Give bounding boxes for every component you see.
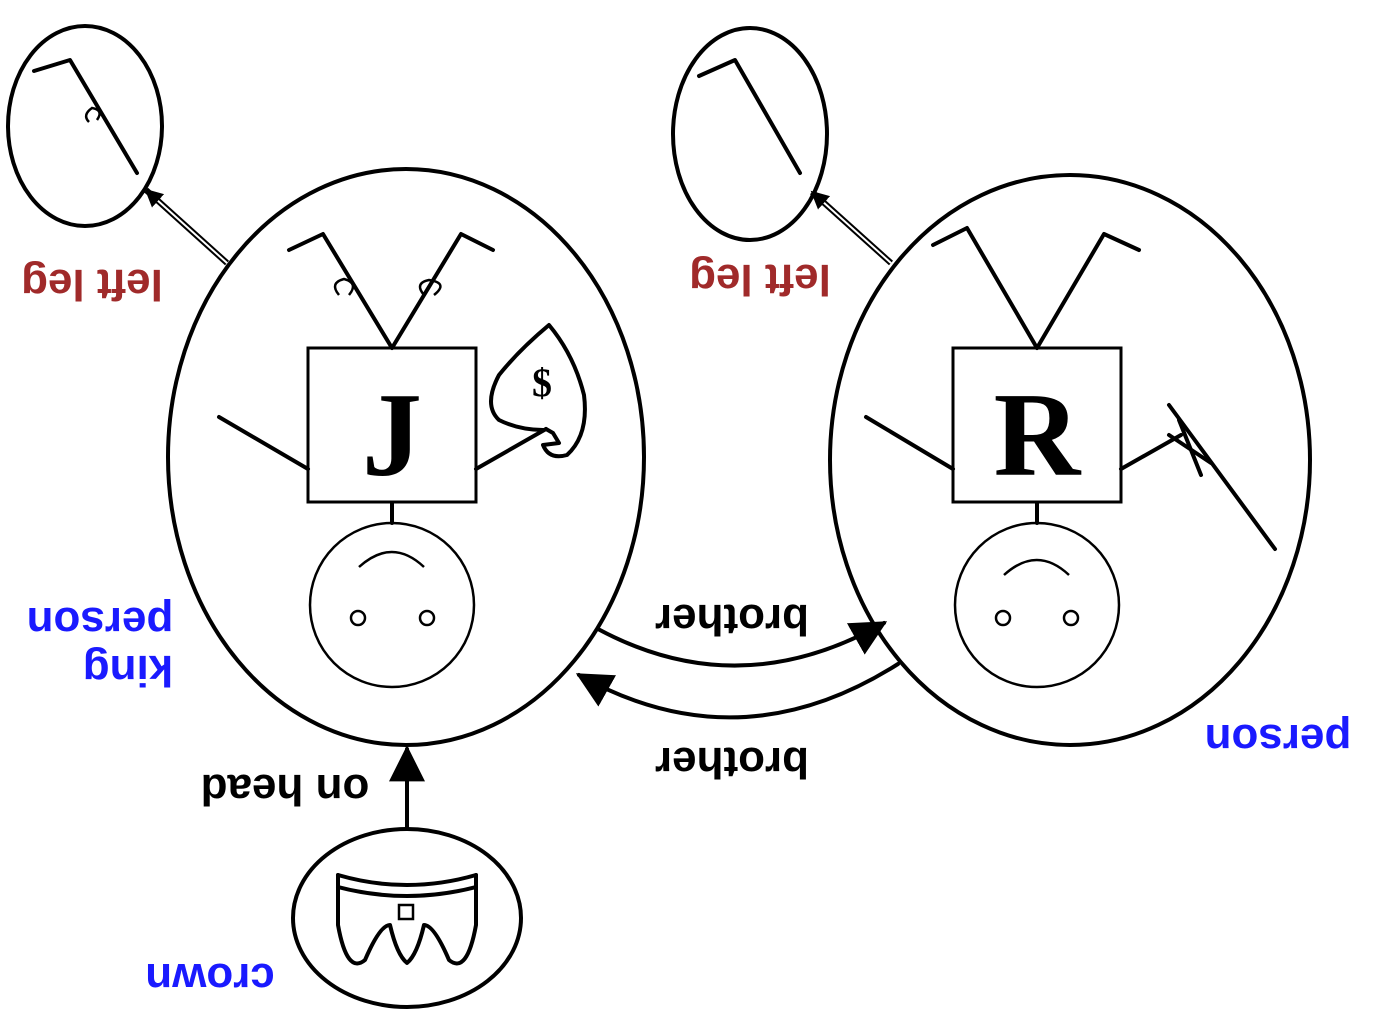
john-leg-left [390,232,495,350]
richard-leg-right [931,226,1039,350]
richard-leg-left [1035,232,1141,350]
john-body-box [306,346,478,504]
john-type-label-1: person [27,598,174,647]
john-left-leg-figure [32,58,139,175]
john-mouth [358,550,425,568]
brother-label-top: brother [655,595,809,644]
john-ellipse [166,167,646,747]
john-type-label-2: king [83,646,173,695]
money-bag-icon: $ [489,323,587,459]
sword-icon [1167,403,1277,551]
richard-node: R [828,173,1312,747]
rotated-diagram: J $ [6,24,1312,1009]
brother-arrow-lower [596,621,888,668]
richard-type-label: person [1205,715,1352,764]
richard-left-leg-ellipse [671,26,829,242]
richard-mouth [1003,558,1070,576]
john-left-leg-arrow [144,188,228,264]
richard-left-leg-arrow [810,190,892,264]
richard-left-leg-figure [697,58,802,175]
john-left-leg-label: left leg [21,260,163,309]
crown-node [291,827,523,1009]
richard-arm-right [864,415,955,471]
brother-label-bottom: brother [655,738,809,787]
richard-arm-left [1119,433,1183,471]
brother-arrow-upper [575,662,900,720]
john-left-leg-node [6,24,164,228]
richard-face [953,521,1121,689]
john-letter: J [362,368,422,501]
john-arm-right [217,415,310,471]
crown-label: crown [145,954,275,1003]
richard-left-leg-node [671,26,829,242]
john-face [308,521,476,689]
on-head-text: on head [201,765,370,814]
crown-icon [336,873,478,966]
john-node: J $ [166,167,646,747]
john-arm-left [474,427,548,471]
money-sign: $ [532,360,552,405]
richard-ellipse [828,173,1312,747]
richard-left-leg-label: left leg [689,255,831,304]
john-left-leg-ellipse [6,24,164,228]
john-leg-right [287,232,394,350]
richard-letter: R [994,368,1082,501]
